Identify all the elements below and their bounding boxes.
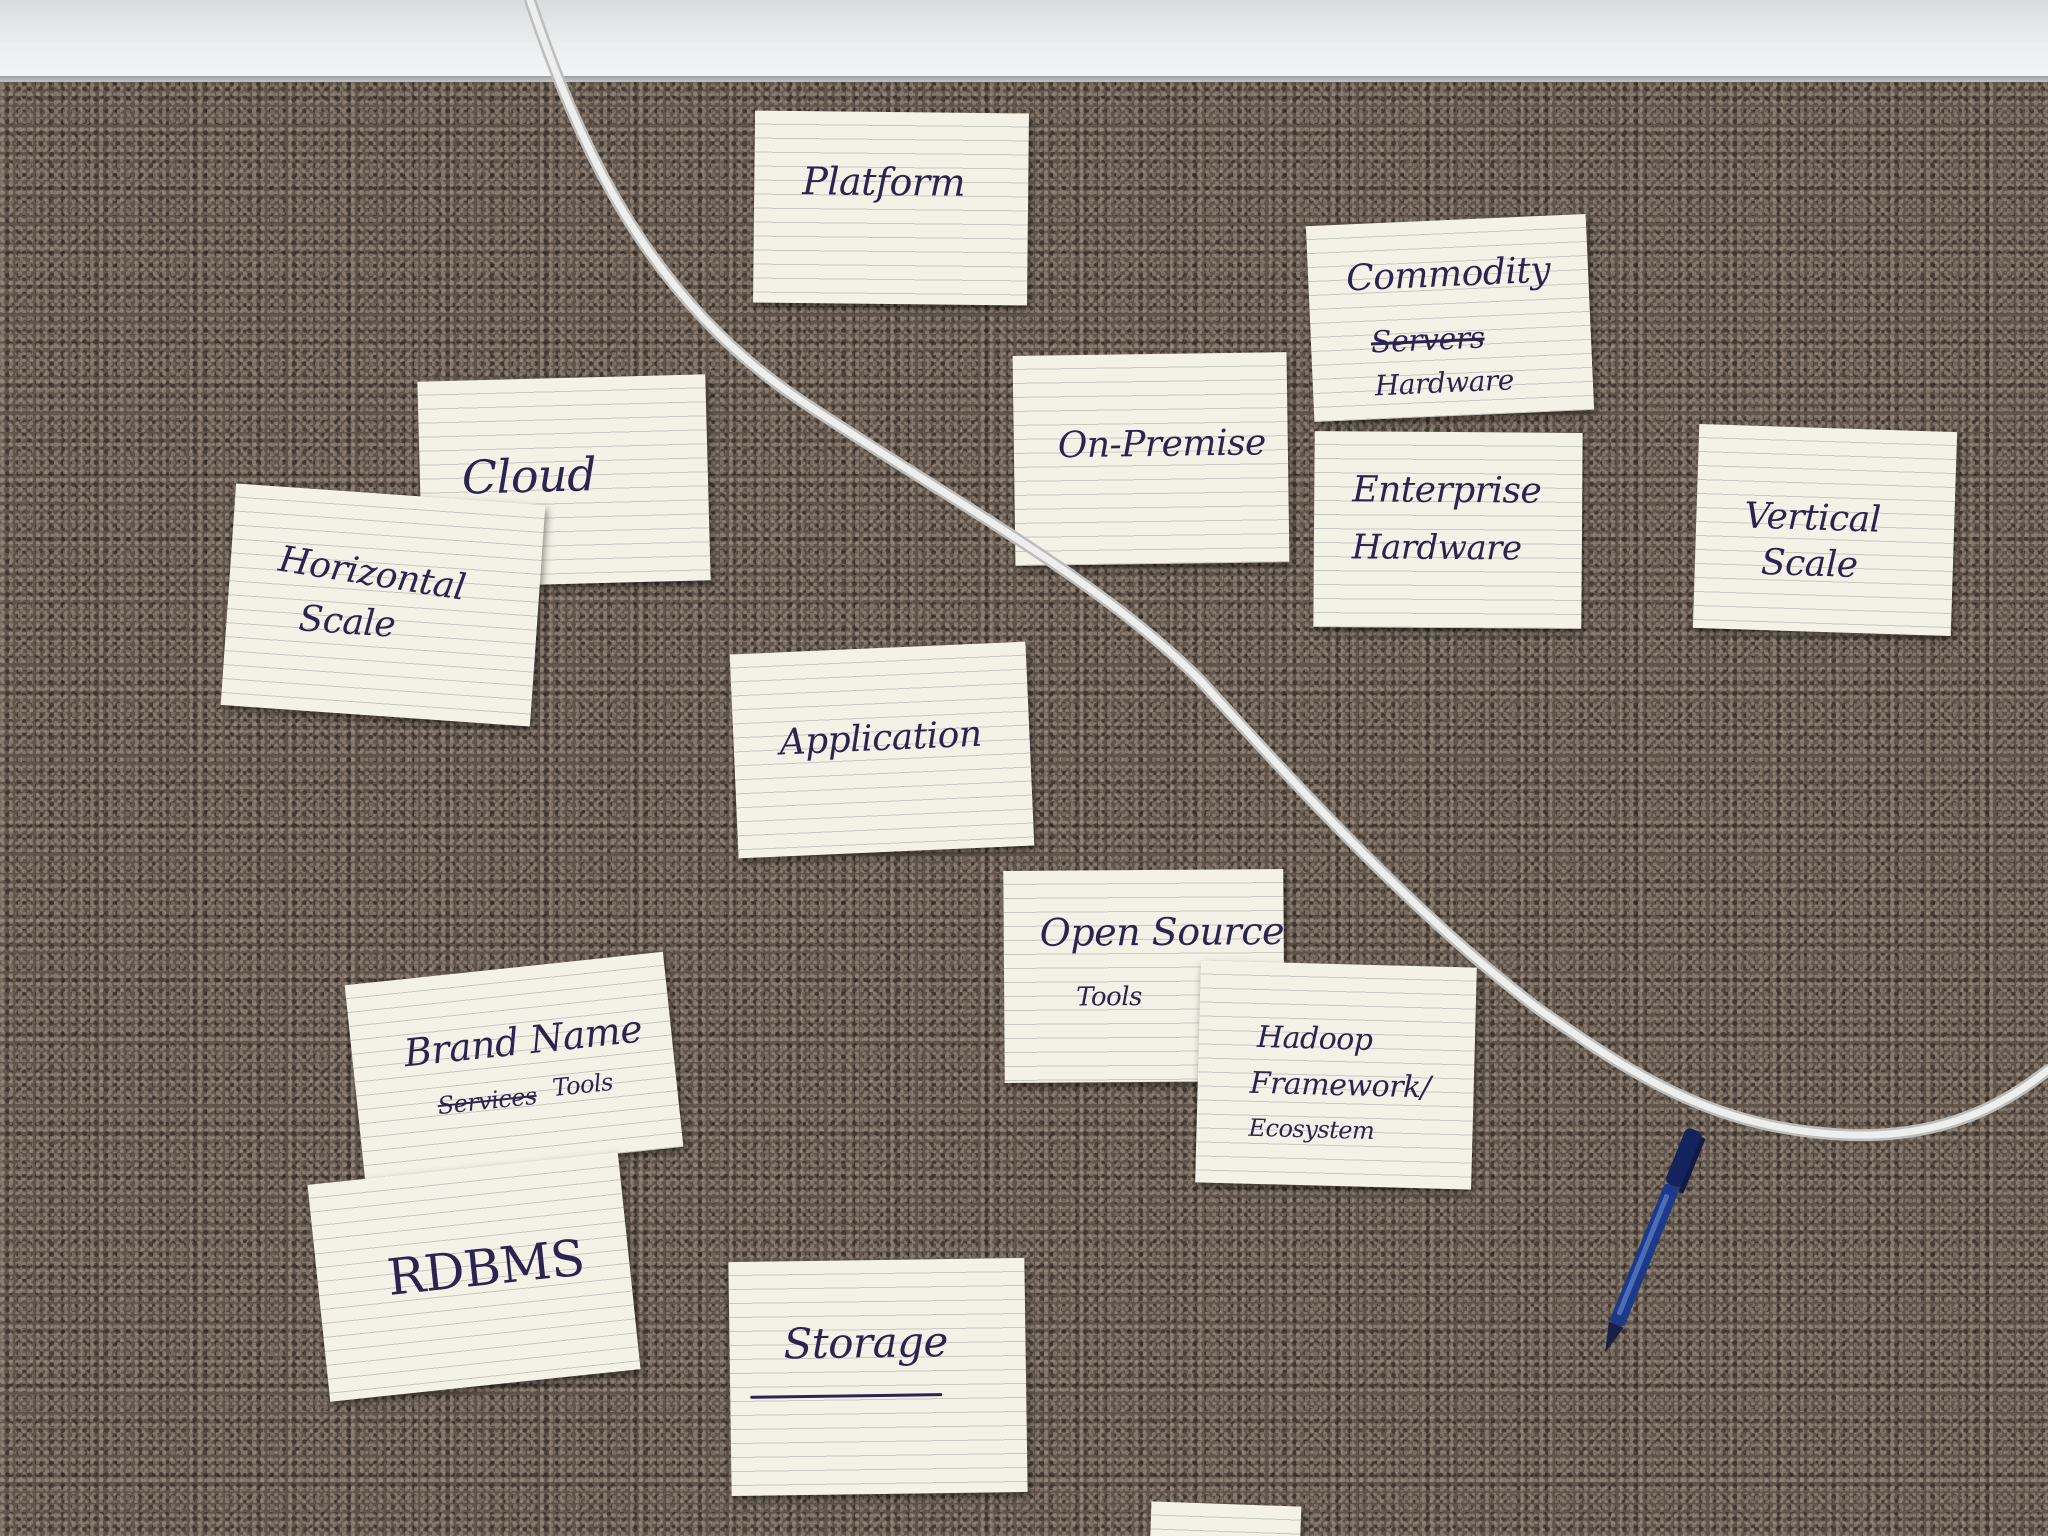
- cable-icon: [524, 0, 2048, 1142]
- ballpoint-pen-icon: [1605, 1128, 1705, 1353]
- wall-baseboard: [0, 0, 2048, 82]
